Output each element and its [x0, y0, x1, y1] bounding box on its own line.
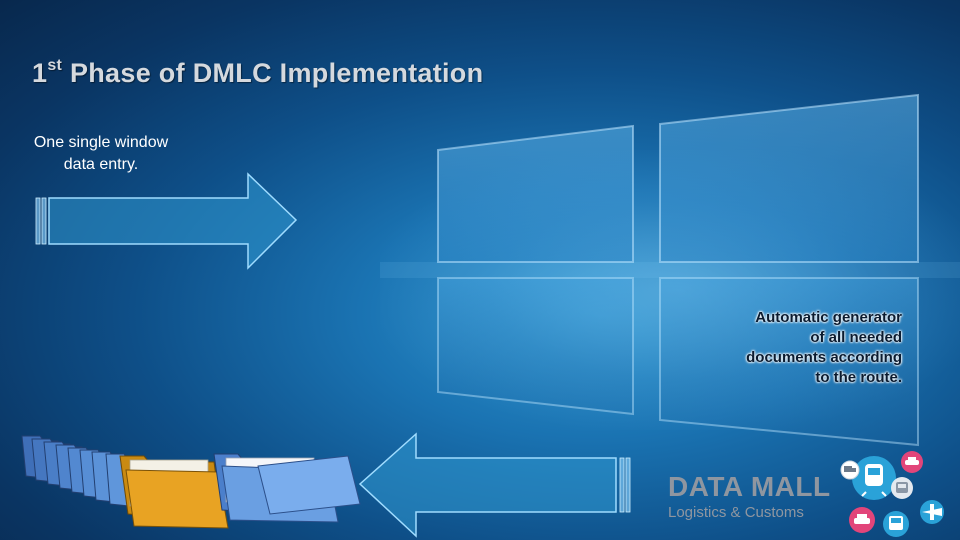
page-title: 1st Phase of DMLC Implementation: [32, 57, 484, 88]
car-icon: [901, 451, 923, 473]
window-pane-bottom-left: [437, 277, 634, 416]
car-icon: [849, 507, 875, 533]
truck-icon: [840, 460, 860, 480]
logo-name: DATA MALL: [668, 471, 831, 502]
folder-open-icon: [213, 453, 361, 523]
logo-tagline: Logistics & Customs: [668, 504, 804, 521]
bus-icon: [883, 511, 909, 537]
window-pane-top-left: [437, 124, 634, 263]
arrow-left-icon: [358, 432, 631, 538]
train-icon: [852, 456, 896, 500]
plane-icon: [920, 500, 944, 524]
data-entry-caption: One single window data entry.: [33, 134, 169, 173]
folder-open-icon: [119, 455, 229, 529]
bus-icon: [891, 477, 913, 499]
folders-row: [21, 435, 361, 529]
generator-caption: Automatic generator of all needed docume…: [746, 309, 902, 386]
window-pane-top-right: [659, 93, 919, 263]
arrow-right-icon: [35, 172, 298, 270]
window-pane-bottom-right: [659, 277, 919, 447]
logo-transport-icons: [840, 451, 944, 537]
data-mall-logo: DATA MALL Logistics & Customs: [668, 472, 831, 522]
